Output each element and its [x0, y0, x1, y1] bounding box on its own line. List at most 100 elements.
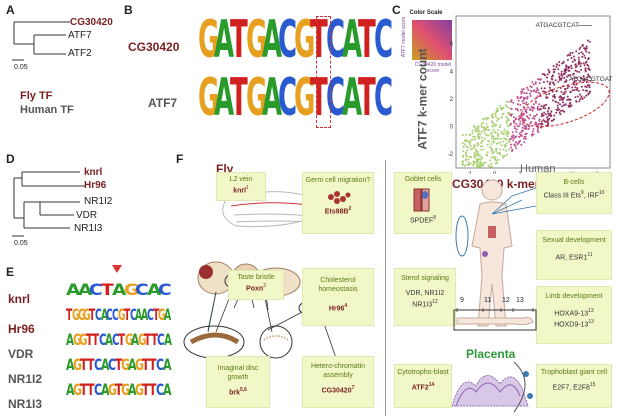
- scatter-point: [569, 52, 572, 54]
- scatter-point: [587, 58, 590, 61]
- sexual-title: Sexual development: [542, 237, 606, 244]
- goblet-cell-icon: [413, 188, 430, 212]
- scatter-point: [557, 72, 560, 75]
- scatter-point: [574, 86, 577, 89]
- scatter-point: [488, 140, 491, 143]
- logo-letter: A: [262, 68, 283, 128]
- goblet-gene: SPDEF8: [409, 214, 437, 225]
- e-logo-letter: A: [163, 330, 172, 349]
- scatter-point: [559, 113, 562, 116]
- scatter-point: [582, 62, 585, 65]
- scatter-point: [490, 143, 493, 145]
- annot-top: ATGACGTCAT: [536, 22, 579, 29]
- e-logo-letter: G: [123, 280, 140, 299]
- scatter-point: [510, 146, 513, 149]
- scatter-point: [468, 164, 470, 166]
- scatter-point: [558, 61, 561, 63]
- highlight-ellipse: [520, 81, 610, 128]
- x-tick-label: -2: [466, 172, 472, 174]
- scatter-point: [467, 140, 469, 143]
- scatter-point: [486, 126, 489, 128]
- scatter-point: [575, 76, 578, 79]
- scatter-point: [586, 39, 589, 42]
- e-logo-letter: A: [66, 380, 75, 399]
- e-logo-letter: A: [66, 280, 81, 299]
- scatter-point: [495, 149, 498, 152]
- scatter-point: [505, 100, 508, 103]
- scatter-point: [532, 103, 535, 106]
- scatter-point: [472, 145, 475, 147]
- taste-sup: 3: [263, 282, 266, 289]
- scatter-point: [579, 46, 582, 49]
- scatter-point: [524, 119, 527, 122]
- scatter-point: [473, 152, 476, 155]
- e-logo-letter: A: [100, 355, 110, 374]
- e-logo-letter: G: [118, 305, 126, 324]
- arrow-marker-icon: [112, 265, 122, 273]
- e-logo-letter: C: [106, 305, 114, 324]
- scatter-point: [484, 161, 487, 164]
- scatter-point: [503, 128, 506, 131]
- scatter-point: [555, 65, 558, 68]
- scatter-point: [544, 107, 547, 110]
- scatter-point: [462, 150, 465, 153]
- scatter-point: [564, 70, 567, 72]
- scatter-point: [542, 114, 545, 117]
- scatter-point: [573, 77, 576, 80]
- scatter-point: [496, 142, 499, 145]
- cyto-gene: ATF214: [411, 381, 435, 392]
- scatter-point: [505, 144, 508, 147]
- logo-letter: T: [310, 68, 328, 128]
- scatter-point: [501, 156, 504, 159]
- scatter-point: [483, 132, 486, 134]
- e-logo-letter: T: [100, 280, 114, 299]
- scatter-point: [555, 63, 558, 66]
- scatter-point: [563, 73, 566, 76]
- scatter-point: [527, 88, 530, 91]
- e-logo-letter: G: [135, 380, 145, 399]
- scatter-point: [539, 93, 542, 96]
- scatter-point: [462, 154, 465, 157]
- scatter-point: [585, 45, 588, 48]
- scatter-point: [474, 127, 477, 130]
- scatter-point: [465, 145, 468, 148]
- scatter-point: [492, 125, 495, 128]
- scatter-point: [478, 154, 481, 157]
- scatter-point: [569, 54, 572, 57]
- color-scale-legend: Color Scale ATF7 model score CG30420 mod…: [400, 10, 452, 90]
- scatter-point: [525, 101, 528, 104]
- scatter-point: [489, 145, 491, 148]
- scatter-point: [524, 137, 527, 140]
- scatter-point: [561, 98, 564, 101]
- scatter-point: [563, 96, 566, 99]
- scatter-point: [540, 87, 543, 90]
- scatter-point: [579, 98, 582, 101]
- scatter-point: [553, 118, 556, 121]
- scatter-point: [482, 163, 485, 165]
- scatter-point: [497, 158, 500, 161]
- legend-fly-tf: Fly TF: [20, 90, 53, 102]
- scatter-point: [486, 151, 489, 154]
- scatter-point: [499, 107, 502, 110]
- scatter-point: [559, 98, 561, 101]
- l2-title: L2 vein: [229, 176, 253, 183]
- scatter-point: [526, 116, 529, 119]
- scatter-point: [558, 96, 561, 99]
- scatter-point: [567, 85, 570, 88]
- box-sexual-dev: Sexual development AR, ESR111: [536, 230, 612, 280]
- scatter-point: [529, 85, 532, 88]
- scatter-point: [521, 129, 524, 132]
- e-row-hr96: Hr96: [8, 322, 35, 336]
- scatter-point: [468, 143, 471, 145]
- scatter-point: [485, 118, 488, 121]
- scatter-point: [472, 161, 475, 163]
- scatter-point: [492, 112, 495, 115]
- scatter-point: [580, 51, 583, 54]
- scatter-point: [473, 126, 476, 128]
- scatter-point: [494, 131, 497, 134]
- scatter-point: [485, 123, 488, 126]
- scatter-point: [511, 131, 514, 134]
- scatter-point: [588, 92, 591, 95]
- scatter-point: [502, 148, 505, 151]
- scatter-point: [523, 102, 525, 105]
